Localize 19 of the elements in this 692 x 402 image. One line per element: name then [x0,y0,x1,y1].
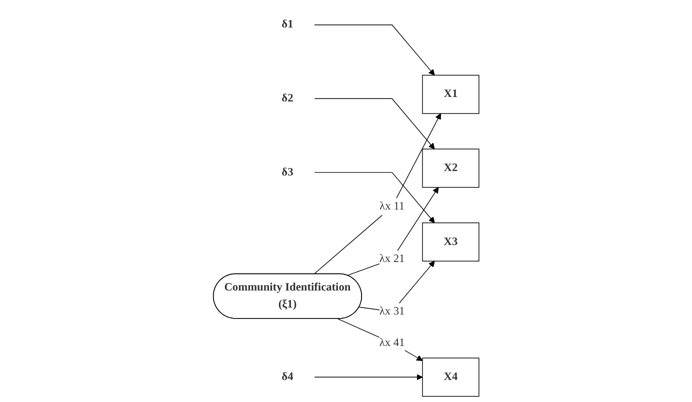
arrow [346,187,438,276]
edge-label: λx 31 [379,305,405,318]
edge-label: λx 11 [379,200,404,212]
arrow [313,113,441,274]
node-box: X4 [422,358,480,397]
arrow [314,98,435,150]
node-text: δ1 [282,18,294,31]
node-box: X1 [422,74,480,114]
node-text: δ3 [282,166,294,178]
node-box: X3 [422,222,480,262]
edge-label: λx 21 [379,252,405,265]
arrow [314,374,423,380]
node-box: X2 [422,148,480,188]
node-text: δ2 [282,92,294,104]
arrow [337,318,423,361]
node-text: δ4 [282,370,294,383]
arrow [314,172,435,224]
edge-label: λx 41 [379,336,405,349]
arrow [314,24,435,76]
